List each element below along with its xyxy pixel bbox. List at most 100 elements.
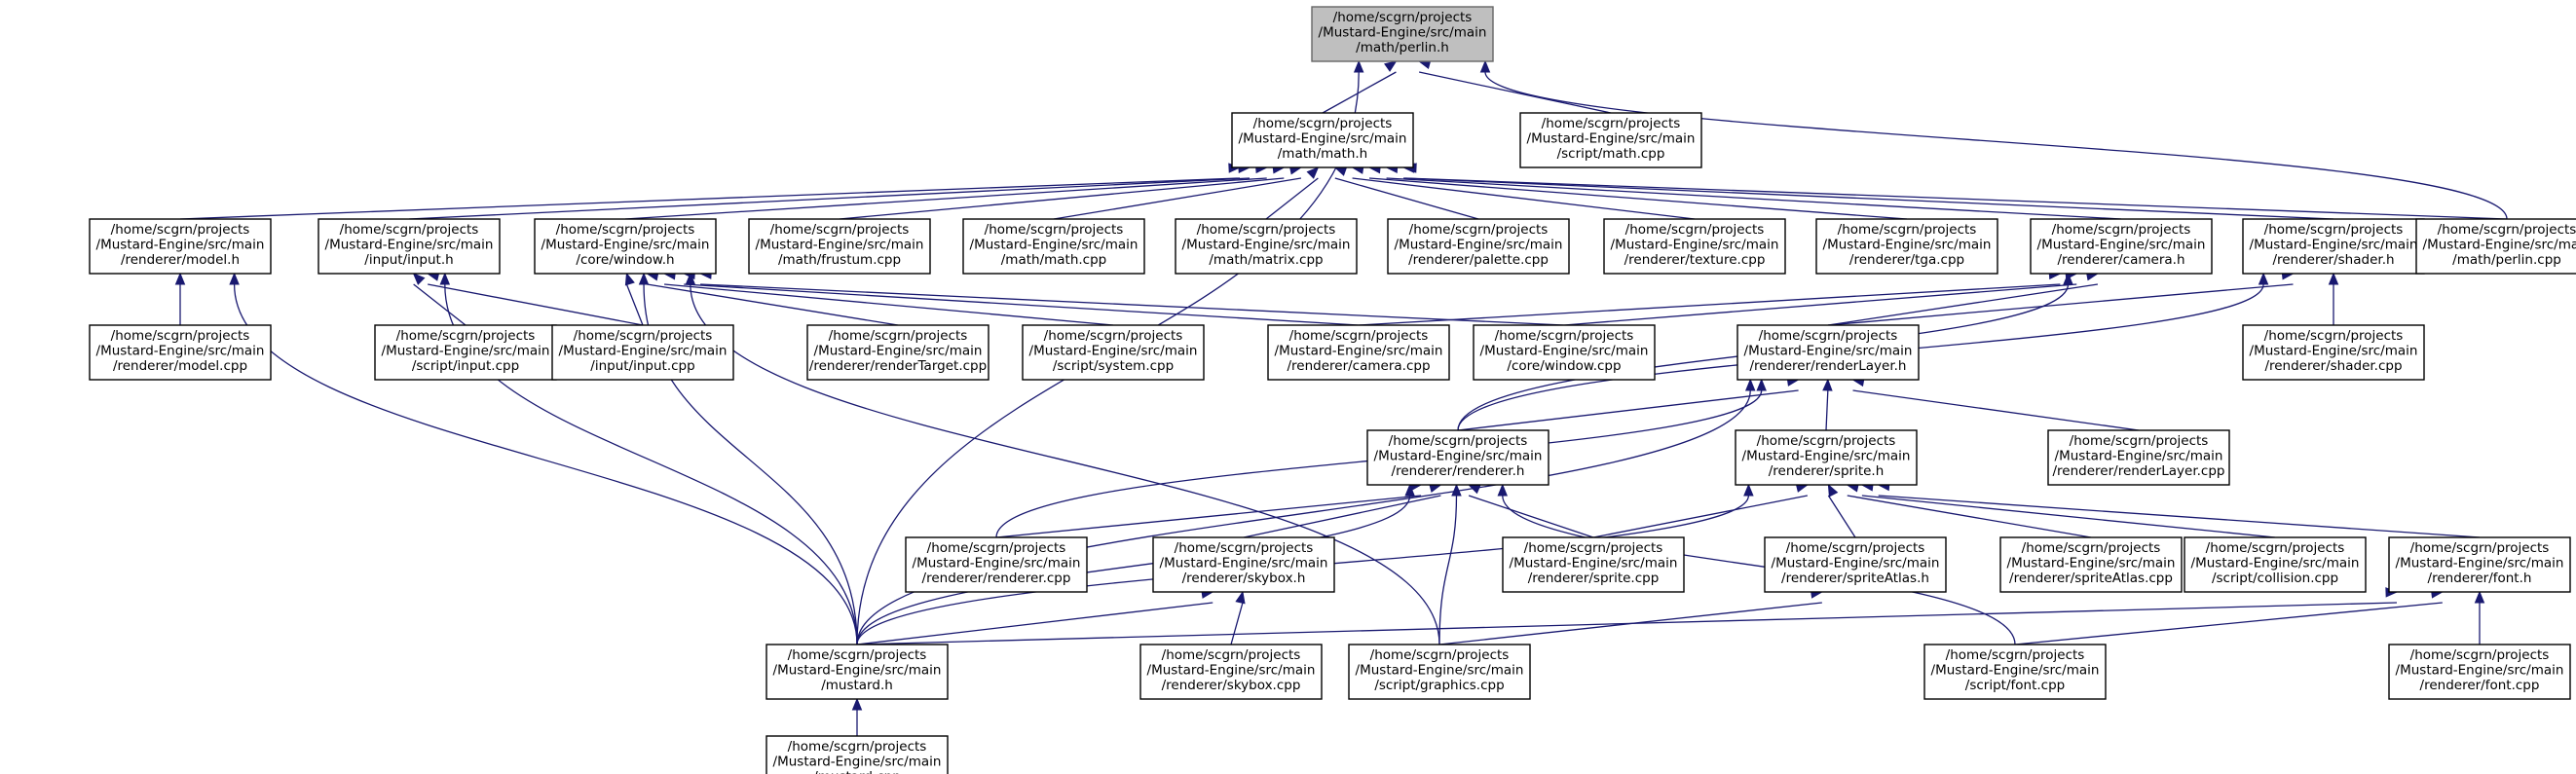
node-matrix-cpp[interactable]: /home/scgrn/projects/Mustard-Engine/src/…	[1175, 218, 1358, 275]
node-box	[2388, 536, 2571, 593]
node-shader-cpp[interactable]: /home/scgrn/projects/Mustard-Engine/src/…	[2242, 324, 2425, 381]
node-spriteAtlas-h[interactable]: /home/scgrn/projects/Mustard-Engine/src/…	[1764, 536, 1947, 593]
node-label-line: /home/scgrn/projects	[985, 222, 1124, 238]
edge-math_h-to-perlin_h	[1322, 60, 1398, 114]
node-label-line: /Mustard-Engine/src/main	[1744, 344, 1913, 359]
node-script-input-cpp[interactable]: /home/scgrn/projects/Mustard-Engine/src/…	[374, 324, 557, 381]
node-math-h[interactable]: /home/scgrn/projects/Mustard-Engine/src/…	[1231, 112, 1414, 168]
node-graphics-cpp[interactable]: /home/scgrn/projects/Mustard-Engine/src/…	[1348, 644, 1531, 700]
node-shader-h[interactable]: /home/scgrn/projects/Mustard-Engine/src/…	[2242, 218, 2425, 275]
node-renderer-h[interactable]: /home/scgrn/projects/Mustard-Engine/src/…	[1366, 429, 1549, 486]
node-camera-h[interactable]: /home/scgrn/projects/Mustard-Engine/src/…	[2030, 218, 2213, 275]
node-model-h[interactable]: /home/scgrn/projects/Mustard-Engine/src/…	[89, 218, 272, 275]
node-label-line: /script/math.cpp	[1557, 146, 1665, 162]
node-box	[1311, 6, 1494, 62]
edge-script_font_cpp-to-font_h	[2014, 588, 2445, 645]
node-window-cpp[interactable]: /home/scgrn/projects/Mustard-Engine/src/…	[1473, 324, 1656, 381]
edge-graphics_cpp-to-window_h	[685, 272, 1440, 645]
node-renderLayer-cpp[interactable]: /home/scgrn/projects/Mustard-Engine/src/…	[2047, 429, 2230, 486]
node-skybox-h[interactable]: /home/scgrn/projects/Mustard-Engine/src/…	[1152, 536, 1335, 593]
node-box	[1735, 429, 1918, 486]
node-label-line: /renderer/skybox.cpp	[1162, 678, 1301, 693]
node-renderTarget-cpp[interactable]: /home/scgrn/projects/Mustard-Engine/src/…	[806, 324, 989, 381]
node-label-line: /input/input.cpp	[590, 358, 694, 374]
node-label-line: /home/scgrn/projects	[1495, 328, 1634, 344]
node-label-line: /home/scgrn/projects	[1786, 540, 1925, 556]
node-window-h[interactable]: /home/scgrn/projects/Mustard-Engine/src/…	[534, 218, 717, 275]
edge-mustard_h-to-renderer_h	[856, 483, 1415, 645]
node-label-line: /home/scgrn/projects	[2206, 540, 2345, 556]
edge-font_cpp-to-font_h	[2474, 590, 2485, 645]
node-box	[1736, 324, 1920, 381]
node-label-line: /Mustard-Engine/src/main	[1510, 556, 1678, 571]
node-label-line: /Mustard-Engine/src/main	[1319, 25, 1487, 41]
node-script-math-cpp[interactable]: /home/scgrn/projects/Mustard-Engine/src/…	[1519, 112, 1702, 168]
node-renderer-cpp[interactable]: /home/scgrn/projects/Mustard-Engine/src/…	[905, 536, 1088, 593]
node-box	[765, 735, 949, 774]
node-collision-cpp[interactable]: /home/scgrn/projects/Mustard-Engine/src/…	[2184, 536, 2367, 593]
node-label-line: /home/scgrn/projects	[1044, 328, 1183, 344]
node-mustard-cpp[interactable]: /home/scgrn/projects/Mustard-Engine/src/…	[765, 735, 949, 774]
node-label-line: /Mustard-Engine/src/main	[970, 238, 1139, 253]
node-system-cpp[interactable]: /home/scgrn/projects/Mustard-Engine/src/…	[1022, 324, 1205, 381]
node-label-line: /Mustard-Engine/src/main	[2423, 238, 2576, 253]
node-math-cpp[interactable]: /home/scgrn/projects/Mustard-Engine/src/…	[962, 218, 1145, 275]
node-label-line: /Mustard-Engine/src/main	[1029, 344, 1198, 359]
edge-input_cpp-to-window_h	[624, 272, 644, 326]
node-script-font-cpp[interactable]: /home/scgrn/projects/Mustard-Engine/src/…	[1923, 644, 2107, 700]
node-label-line: /home/scgrn/projects	[111, 328, 250, 344]
node-label-line: /home/scgrn/projects	[2410, 647, 2550, 663]
node-sprite-h[interactable]: /home/scgrn/projects/Mustard-Engine/src/…	[1735, 429, 1918, 486]
node-label-line: /home/scgrn/projects	[2070, 433, 2209, 449]
node-input-h[interactable]: /home/scgrn/projects/Mustard-Engine/src/…	[317, 218, 501, 275]
node-box	[962, 218, 1145, 275]
edge-graphics_cpp-to-renderer_h	[1438, 483, 1462, 645]
node-skybox-cpp[interactable]: /home/scgrn/projects/Mustard-Engine/src/…	[1139, 644, 1323, 700]
node-box	[1366, 429, 1549, 486]
node-camera-cpp[interactable]: /home/scgrn/projects/Mustard-Engine/src/…	[1267, 324, 1450, 381]
node-box	[551, 324, 734, 381]
node-label-line: /home/scgrn/projects	[2264, 222, 2404, 238]
node-label-line: /renderer/tga.cpp	[1849, 252, 1964, 268]
node-label-line: /Mustard-Engine/src/main	[756, 238, 924, 253]
node-label-line: /Mustard-Engine/src/main	[1527, 131, 1696, 147]
node-frustum-cpp[interactable]: /home/scgrn/projects/Mustard-Engine/src/…	[748, 218, 931, 275]
node-box	[2184, 536, 2367, 593]
node-label-line: /home/scgrn/projects	[1524, 540, 1663, 556]
node-model-cpp[interactable]: /home/scgrn/projects/Mustard-Engine/src/…	[89, 324, 272, 381]
node-label-line: /math/perlin.cpp	[2452, 252, 2561, 268]
node-mustard-h[interactable]: /home/scgrn/projects/Mustard-Engine/src/…	[765, 644, 949, 700]
node-label-line: /home/scgrn/projects	[788, 739, 927, 755]
node-label-line: /Mustard-Engine/src/main	[2396, 556, 2564, 571]
node-perlin-h[interactable]: /home/scgrn/projects/Mustard-Engine/src/…	[1311, 6, 1494, 62]
node-label-line: /math/matrix.cpp	[1209, 252, 1323, 268]
node-texture-cpp[interactable]: /home/scgrn/projects/Mustard-Engine/src/…	[1603, 218, 1786, 275]
node-label-line: /Mustard-Engine/src/main	[2007, 556, 2176, 571]
node-palette-cpp[interactable]: /home/scgrn/projects/Mustard-Engine/src/…	[1387, 218, 1570, 275]
node-box	[89, 324, 272, 381]
node-box	[2242, 324, 2425, 381]
node-label-line: /renderer/font.h	[2428, 571, 2532, 586]
node-label-line: /Mustard-Engine/src/main	[382, 344, 550, 359]
node-label-line: /home/scgrn/projects	[788, 647, 927, 663]
node-font-h[interactable]: /home/scgrn/projects/Mustard-Engine/src/…	[2388, 536, 2571, 593]
node-tga-cpp[interactable]: /home/scgrn/projects/Mustard-Engine/src/…	[1815, 218, 1998, 275]
node-label-line: /Mustard-Engine/src/main	[913, 556, 1081, 571]
edge-graphics_cpp-to-spriteAtlas_h	[1438, 588, 1824, 645]
node-label-line: /math/math.cpp	[1001, 252, 1107, 268]
node-input-cpp[interactable]: /home/scgrn/projects/Mustard-Engine/src/…	[551, 324, 734, 381]
node-label-line: /Mustard-Engine/src/main	[559, 344, 728, 359]
node-renderLayer-h[interactable]: /home/scgrn/projects/Mustard-Engine/src/…	[1736, 324, 1920, 381]
node-label-line: /home/scgrn/projects	[1162, 647, 1301, 663]
edge-skybox_cpp-to-skybox_h	[1230, 590, 1246, 645]
node-perlin-cpp[interactable]: /home/scgrn/projects/Mustard-Engine/src/…	[2415, 218, 2576, 275]
node-label-line: /Mustard-Engine/src/main	[1160, 556, 1328, 571]
node-spriteAtlas-cpp[interactable]: /home/scgrn/projects/Mustard-Engine/src/…	[1999, 536, 2183, 593]
node-box	[1139, 644, 1323, 700]
edge-script_input_cpp-to-input_h	[412, 273, 467, 326]
edge-perlin_cpp-to-perlin_h	[1479, 59, 2508, 220]
node-label-line: /Mustard-Engine/src/main	[96, 344, 265, 359]
node-sprite-cpp[interactable]: /home/scgrn/projects/Mustard-Engine/src/…	[1502, 536, 1685, 593]
edge-input_cpp-to-input_h	[426, 271, 644, 326]
node-font-cpp[interactable]: /home/scgrn/projects/Mustard-Engine/src/…	[2388, 644, 2571, 700]
